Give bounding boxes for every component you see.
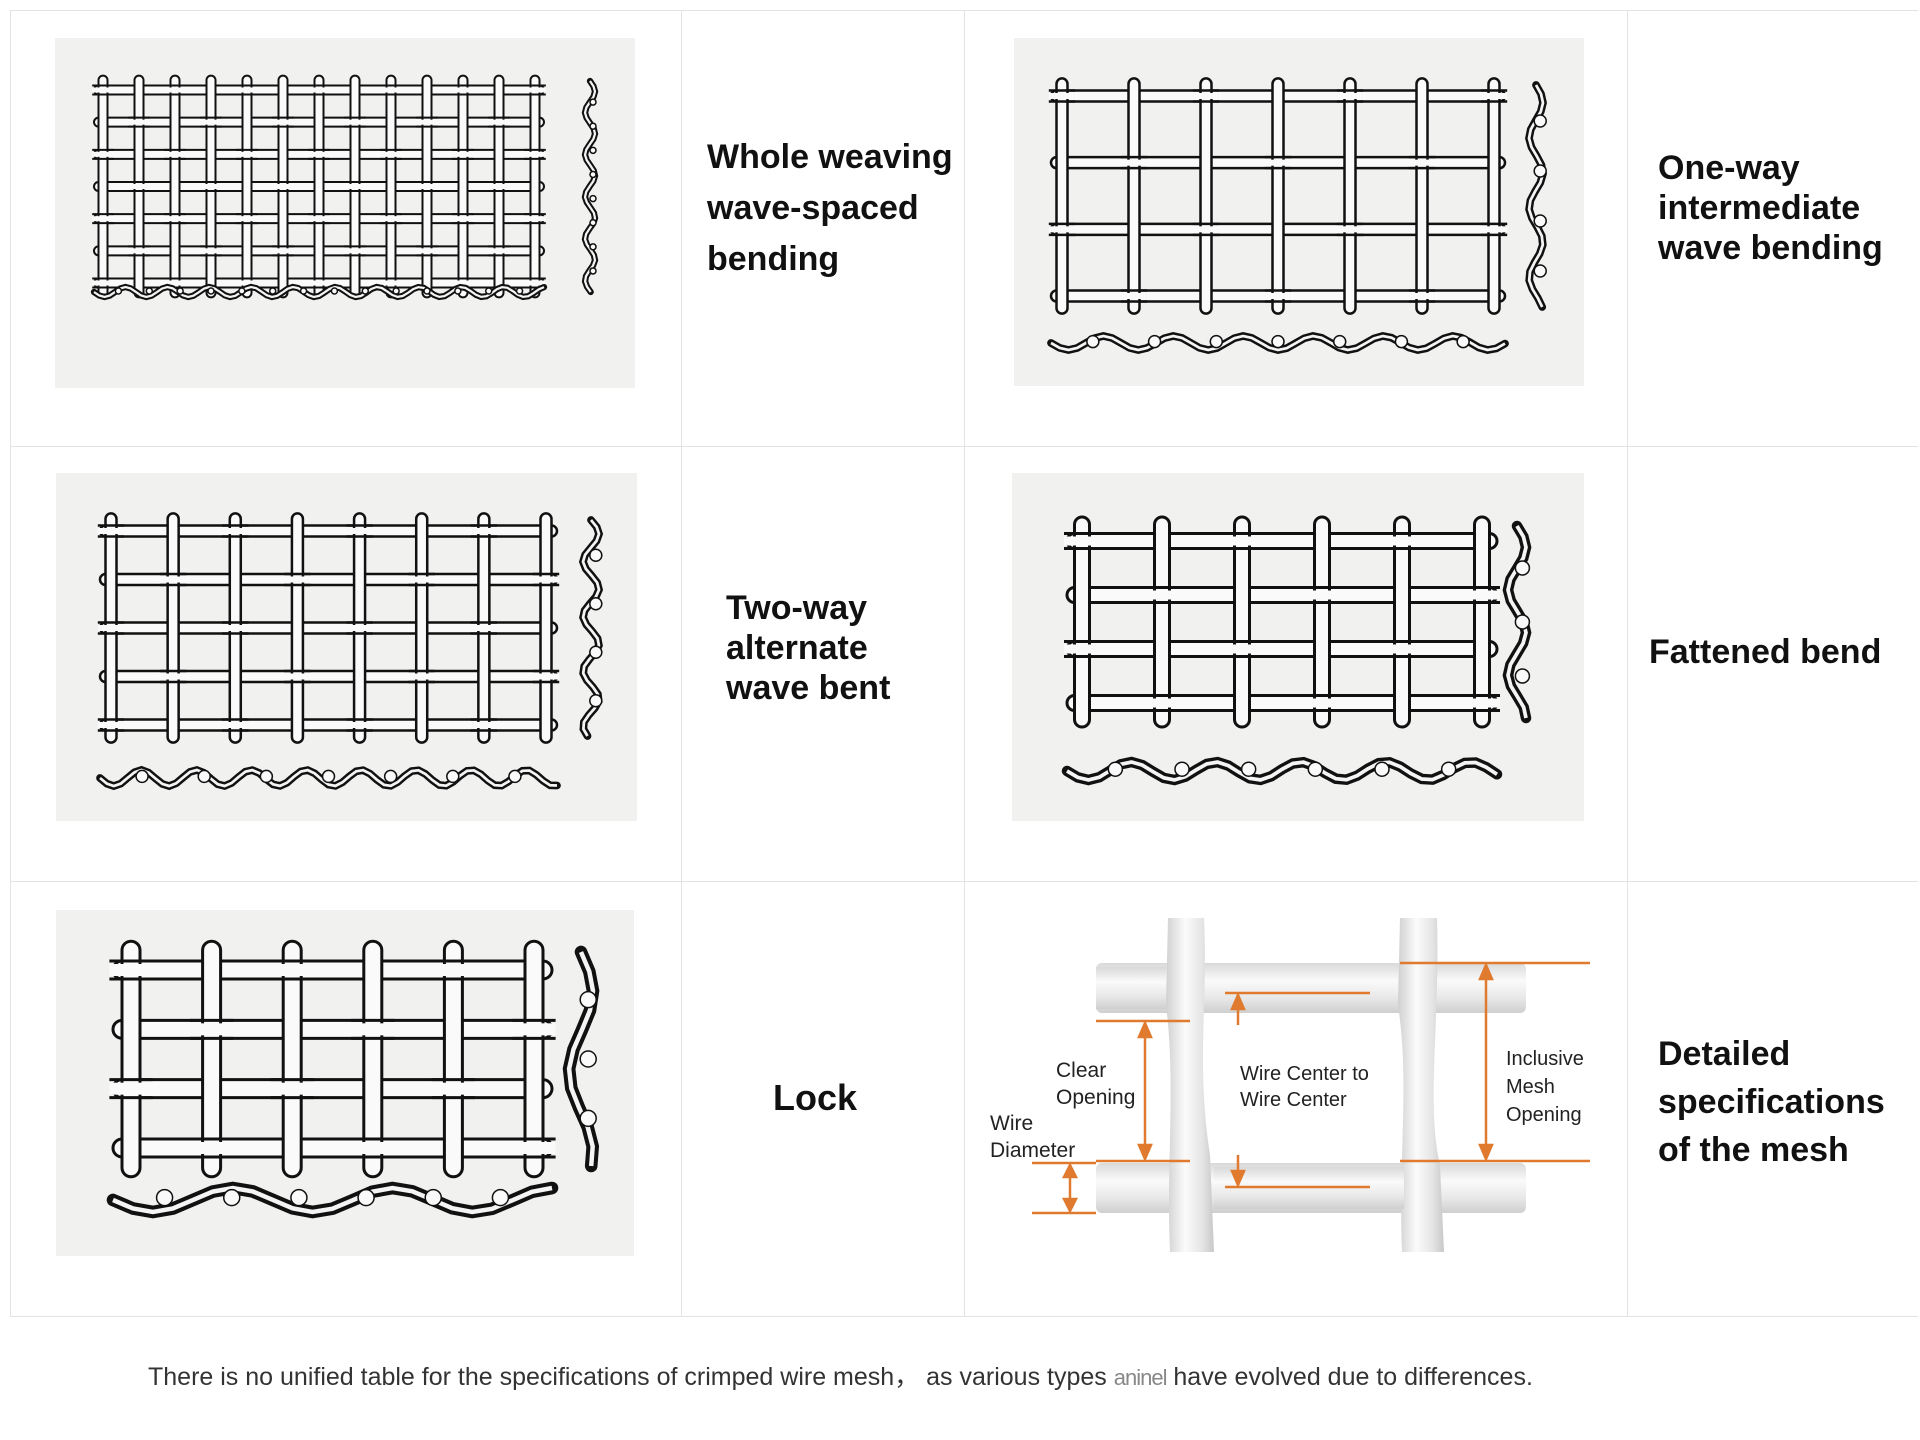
horizontal-wire [1065,532,1499,550]
mesh-illustration-two-way [56,473,637,821]
grid-line [10,881,1918,882]
horizontal-wire [1065,640,1499,658]
horizontal-wire [111,1078,554,1100]
mesh-illustration-flattened [1012,473,1584,821]
horizontal-wire [111,959,554,981]
mesh-illustration-one-way [1014,38,1584,386]
vertical-wire [1073,515,1091,729]
mesh-drawing [1047,77,1547,354]
grid-line [10,1316,1918,1317]
vertical-wire [290,512,305,744]
grid-line [10,10,1918,11]
vertical-wire [1166,918,1214,1252]
vertical-wire [120,939,142,1179]
vertical-wire [1473,515,1491,729]
vertical-wire [1343,77,1357,315]
vertical-wire [1271,77,1285,315]
mesh-drawing [106,939,600,1219]
vertical-wire [1233,515,1251,729]
vertical-wire [539,512,553,744]
mesh-illustration-whole-weaving [55,38,635,388]
horizontal-wire [1065,694,1499,712]
grid-line [10,446,1918,447]
vertical-wire [1313,515,1331,729]
vertical-wire [241,74,253,299]
vertical-wire [1487,77,1501,315]
vertical-wire [385,74,397,299]
footnote: There is no unified table for the specif… [148,1363,1533,1391]
vertical-wire [1127,77,1141,315]
vertical-wire [313,74,325,299]
mesh-drawing [90,74,599,301]
mesh-drawing [96,512,604,791]
vertical-wire [1398,918,1444,1252]
vertical-wire [457,74,469,299]
vertical-wire [1199,77,1213,315]
grid-line [964,10,965,1316]
vertical-wire [442,939,464,1179]
vertical-wire [169,74,181,299]
mesh-drawing [1061,515,1532,786]
grid-line [10,10,11,1316]
vertical-wire [166,512,180,744]
vertical-wire [97,74,109,299]
horizontal-wire [1065,586,1499,604]
vertical-wire [201,939,223,1179]
mesh-illustration-lock [56,910,634,1256]
mesh-type-label: Fattened bend [1649,633,1882,671]
vertical-wire [1055,77,1069,315]
vertical-wire [362,939,384,1179]
dimension-diagram-svg [1032,918,1590,1252]
horizontal-wire [111,1018,554,1040]
vertical-wire [529,74,541,299]
garbled-text: aninel [1113,1365,1168,1390]
horizontal-wire [111,1137,554,1159]
vertical-wire [1153,515,1171,729]
dimension-lines [1032,961,1590,1215]
grid-line [681,10,682,1316]
grid-line [1627,10,1628,1316]
vertical-wire [523,939,545,1179]
vertical-wire [414,512,429,744]
vertical-wire [1393,515,1411,729]
vertical-wire [281,939,303,1179]
vertical-wire [1415,77,1429,315]
mesh-type-label: Lock [773,1077,858,1118]
